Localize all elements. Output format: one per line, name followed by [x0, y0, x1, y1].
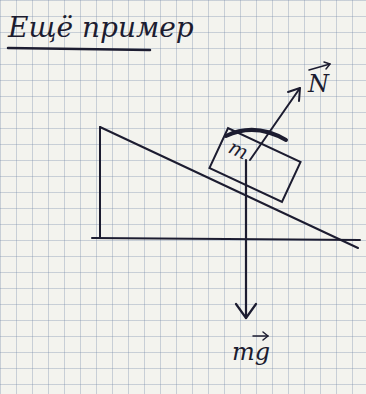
- vector-mark: [263, 332, 268, 340]
- force-label: N: [308, 72, 329, 96]
- arrowhead: [288, 88, 300, 101]
- title-underline: [8, 48, 150, 50]
- mass-block: m: [208, 127, 302, 203]
- force-label: mg: [232, 340, 270, 364]
- incline-side: [99, 127, 101, 238]
- incline-base: [92, 238, 360, 240]
- vector-mark: [324, 62, 330, 69]
- gravity-vector: [245, 160, 247, 318]
- vector-mark: [253, 335, 268, 337]
- title: Ещё пример: [8, 14, 194, 42]
- block-label: m: [226, 136, 252, 162]
- incline-slope: [100, 127, 358, 248]
- arrowhead: [236, 304, 256, 318]
- normal-force-vector: [250, 88, 300, 160]
